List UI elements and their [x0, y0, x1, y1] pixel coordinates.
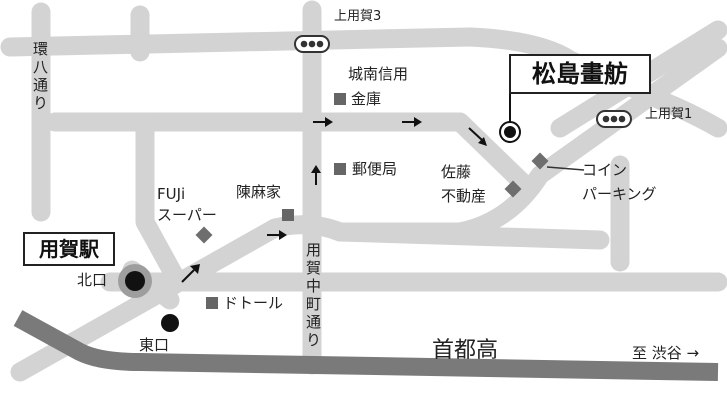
destination-label: 松島畫舫 — [509, 54, 651, 94]
landmark-square-icon — [334, 93, 346, 105]
road-west-vertical — [135, 112, 188, 292]
direction-arrow-icon — [181, 264, 200, 283]
landmark-label-jonan-shinyo: 城南信用 — [348, 65, 409, 83]
station-label-yoga: 用賀駅 — [23, 232, 115, 266]
station-dot-icon — [118, 264, 152, 298]
station-exit-label-north: 北口 — [77, 271, 108, 289]
landmark-label-coin-line2: パーキング — [582, 185, 657, 203]
coin-parking-leader — [546, 166, 585, 171]
direction-arrow-icon — [267, 230, 287, 240]
road-label-expressway: 首都高 — [432, 338, 499, 363]
landmark-label-sato-line2: 不動産 — [441, 187, 487, 205]
landmark-label-coin-line1: コイン — [582, 161, 628, 179]
landmark-square-icon — [206, 297, 218, 309]
road-mid-east — [330, 222, 610, 250]
landmark-label-sato-line1: 佐藤 — [441, 163, 472, 181]
direction-arrow-icon — [468, 127, 487, 146]
landmark-label-kinko: 金庫 — [351, 90, 382, 108]
landmark-label-chinmaya: 陳麻家 — [236, 183, 282, 201]
direction-arrow-icon — [313, 117, 333, 127]
direction-label-shibuya: 至 渋谷 → — [632, 344, 700, 362]
landmark-square-icon — [334, 163, 346, 175]
landmark-label-fuji-line1: FUJi — [157, 185, 186, 203]
traffic-signal-icon — [294, 35, 330, 53]
traffic-signal-icon — [596, 110, 632, 128]
station-dot-icon — [161, 314, 179, 332]
destination-marker-icon — [499, 82, 521, 143]
road-label-yoga-nakamachi: 用賀中町通り — [305, 241, 321, 349]
intersection-label-kamiyoga3: 上用賀3 — [334, 9, 382, 24]
intersection-label-kamiyoga1: 上用賀1 — [645, 107, 693, 122]
direction-arrow-icon — [311, 165, 321, 185]
landmark-label-post-office: 郵便局 — [352, 160, 398, 178]
road-expressway — [13, 310, 719, 381]
landmark-square-icon — [282, 209, 294, 221]
landmark-label-fuji-line2: スーパー — [157, 206, 217, 224]
road-label-kanpachi: 環八通り — [32, 40, 48, 112]
direction-arrow-icon — [402, 117, 422, 127]
landmark-label-doutor: ドトール — [223, 294, 284, 312]
road-second — [45, 112, 535, 195]
station-exit-label-east: 東口 — [139, 336, 170, 354]
